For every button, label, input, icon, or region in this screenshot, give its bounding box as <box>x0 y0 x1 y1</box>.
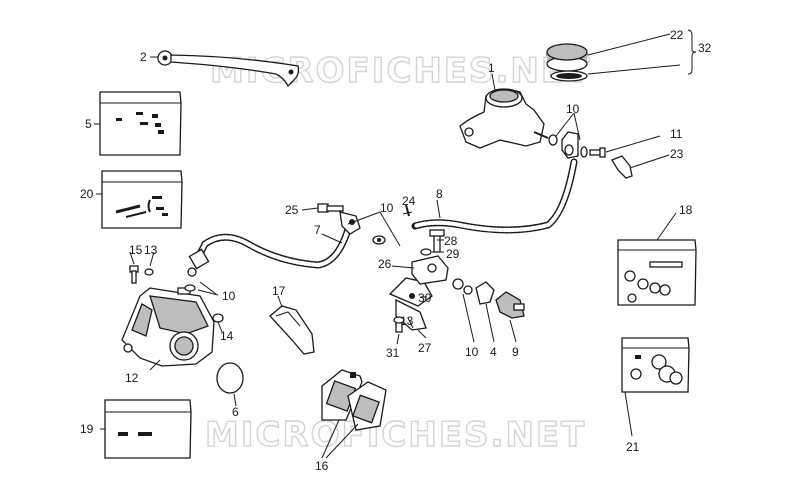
label-13a: 13 <box>144 243 158 257</box>
screw-31 <box>393 316 405 333</box>
label-25: 25 <box>285 203 299 217</box>
label-18: 18 <box>679 203 693 217</box>
label-29: 29 <box>446 247 460 261</box>
label-19: 19 <box>80 422 94 436</box>
hardware-bag-19 <box>104 399 192 459</box>
label-31: 31 <box>386 346 400 360</box>
label-14: 14 <box>220 329 234 343</box>
hardware-bag-20 <box>101 170 183 229</box>
label-15: 15 <box>129 243 143 257</box>
master-cylinder <box>459 88 549 149</box>
label-10b: 10 <box>380 201 394 215</box>
reservoir-cap <box>546 43 588 82</box>
brake-pads <box>321 369 387 431</box>
label-22: 22 <box>670 28 684 42</box>
label-24: 24 <box>402 194 416 208</box>
switch-bracket <box>388 277 433 331</box>
washer-14 <box>212 313 224 323</box>
washer-10-lower <box>184 284 196 292</box>
brake-light-switch <box>452 278 525 319</box>
label-9: 9 <box>512 345 519 359</box>
label-12: 12 <box>125 371 139 385</box>
label-32: 32 <box>698 41 712 55</box>
label-10c: 10 <box>222 289 236 303</box>
label-6: 6 <box>232 405 239 419</box>
label-10a: 10 <box>566 102 580 116</box>
label-16: 16 <box>315 459 329 473</box>
label-27: 27 <box>418 341 432 355</box>
seal-kit-bag-21 <box>621 337 690 393</box>
brake-hose-lower <box>194 218 354 269</box>
label-4: 4 <box>490 345 497 359</box>
label-11: 11 <box>670 127 683 141</box>
label-28: 28 <box>444 234 458 248</box>
watermark-bottom: MICROFICHES.NET <box>205 415 586 455</box>
caliper-bolt <box>129 265 154 284</box>
label-10d: 10 <box>465 345 479 359</box>
label-26: 26 <box>378 257 392 271</box>
brake-lever <box>157 50 300 88</box>
seal-kit-bag-18 <box>617 239 697 306</box>
brake-shim <box>269 305 315 355</box>
piston-cover <box>216 362 244 394</box>
label-5: 5 <box>85 117 92 131</box>
label-7: 7 <box>314 223 321 237</box>
label-17: 17 <box>272 284 286 298</box>
label-21: 21 <box>626 440 640 454</box>
label-23: 23 <box>670 147 684 161</box>
bleed-cap <box>611 155 633 179</box>
label-13b: 13 <box>400 314 414 328</box>
label-20: 20 <box>80 187 94 201</box>
label-8: 8 <box>436 187 443 201</box>
bolt-25 <box>317 203 344 213</box>
banjo-fitting-upper <box>548 131 606 159</box>
label-30: 30 <box>418 291 432 305</box>
hardware-bag-5 <box>99 91 182 156</box>
label-2: 2 <box>140 50 147 64</box>
label-1: 1 <box>488 61 495 75</box>
brake-caliper <box>121 287 215 367</box>
brake-hose-upper <box>411 158 578 234</box>
hose-fitting-left <box>187 248 210 277</box>
hose-junction <box>411 229 449 285</box>
